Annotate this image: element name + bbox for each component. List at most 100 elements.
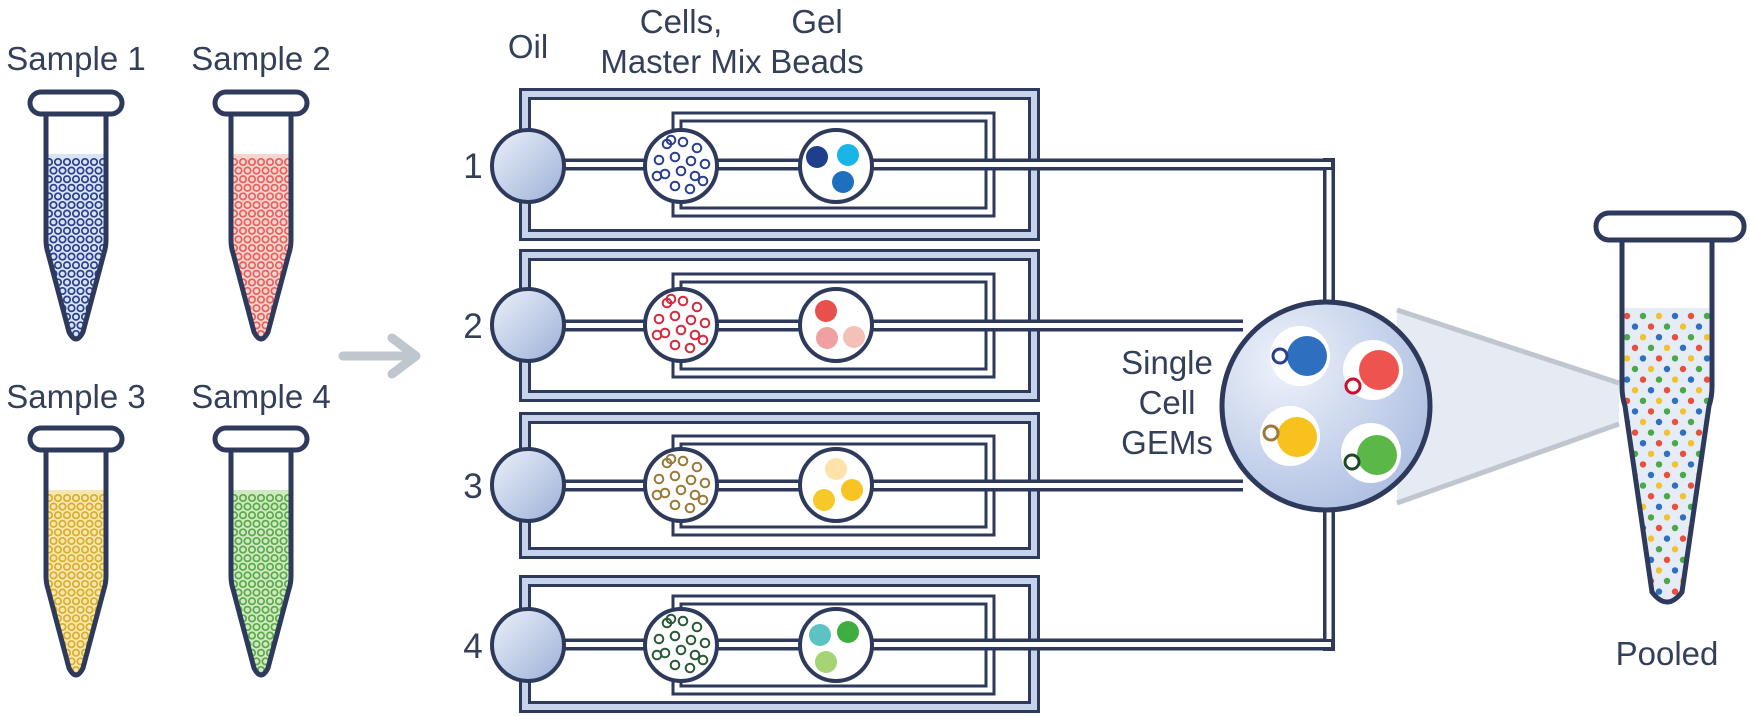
pooled-dot [1655, 524, 1663, 532]
sample-cell [283, 226, 291, 235]
sample-cell [98, 511, 106, 520]
sample-cell [247, 528, 257, 537]
sample-cell [62, 261, 72, 270]
sample-cell [234, 321, 243, 330]
sample-cell [53, 329, 63, 339]
pooled-dot [1623, 482, 1631, 489]
sample-cell [76, 252, 85, 261]
sample-cell [243, 554, 252, 563]
channel-cell [653, 154, 665, 166]
sample-cell [94, 519, 103, 528]
gem-zoom-funnel-edge-top [1396, 307, 1620, 386]
sample-cell [252, 605, 261, 614]
sample-cell [261, 571, 270, 580]
sample-cell [256, 493, 266, 503]
sample-cell [231, 226, 239, 235]
pooled-dot [1623, 376, 1631, 383]
channel-2-oil-well [490, 287, 566, 363]
pooled-dot [1663, 387, 1671, 394]
sample-cell [247, 261, 257, 270]
sample-cell [283, 295, 291, 304]
pooled-dot [1687, 355, 1695, 362]
channel-cell [689, 329, 701, 341]
sample-cell [85, 554, 94, 563]
sample-cell [58, 605, 67, 614]
pooled-dot [1687, 397, 1695, 404]
sample-cell [71, 192, 81, 201]
sample-cell [234, 554, 243, 563]
gem-1 [1270, 326, 1330, 386]
pooled-dot [1623, 461, 1631, 468]
pooled-dot [1671, 376, 1679, 383]
sample-cell [238, 192, 248, 201]
cells-column-label-line1: Cells, [640, 3, 723, 40]
sample-cell [58, 571, 67, 580]
sample-cell [234, 235, 243, 244]
sample-cell [80, 631, 90, 640]
sample-cell [274, 209, 284, 218]
sample-cell [252, 269, 261, 278]
sample-cell [261, 252, 270, 261]
pooled-tube-cap [1593, 210, 1747, 243]
sample-cell [279, 657, 288, 666]
connector-bottom-corner [1323, 642, 1331, 647]
channel-1-number: 1 [463, 147, 482, 186]
sample-cell [279, 674, 288, 675]
channel-cell [669, 339, 681, 351]
sample-cell [252, 166, 261, 175]
sample-cell [46, 545, 54, 554]
sample-cell [238, 175, 248, 184]
sample-cell [49, 304, 58, 313]
sample-cell [288, 674, 291, 675]
sample-cell [247, 209, 257, 218]
channel-cell [699, 477, 711, 489]
sample-cell [53, 562, 63, 571]
sample-cell [247, 597, 257, 606]
sample-2-tube-cap [212, 89, 310, 117]
pooled-dot [1623, 334, 1631, 341]
channel-cell [685, 634, 697, 646]
pooled-dot [1663, 493, 1671, 500]
sample-cell [243, 218, 252, 227]
sample-cell [62, 192, 72, 201]
sample-cell [231, 493, 239, 503]
gems-label-line3: GEMs [1121, 424, 1213, 461]
channel-cell [691, 142, 703, 154]
pooled-dot [1623, 524, 1631, 532]
sample-cell [85, 588, 94, 597]
channel-4-beads-well [798, 607, 874, 683]
channel-cell [677, 615, 689, 627]
sample-cell [274, 493, 284, 503]
sample-cell [238, 329, 248, 339]
sample-cell [252, 554, 261, 563]
sample-cell [231, 631, 239, 640]
channel-cell [653, 633, 665, 645]
sample-tube-4: Sample 4 [191, 378, 331, 678]
sample-cell [98, 562, 106, 571]
sample-cell [103, 622, 106, 632]
sample-cell [67, 286, 76, 296]
sample-cell [274, 528, 284, 537]
sample-cell [58, 338, 67, 339]
sample-cell [89, 157, 99, 167]
sample-cell [76, 519, 85, 528]
sample-cell [89, 192, 99, 201]
sample-cell [288, 304, 291, 313]
sample-cell [283, 278, 291, 287]
sample-cell [53, 545, 63, 554]
sample-cell [80, 192, 90, 201]
sample-cell [256, 631, 266, 640]
sample-cell [80, 157, 90, 167]
sample-cell [283, 648, 291, 657]
pooled-dot [1663, 577, 1671, 585]
sample-cell [279, 519, 288, 528]
sample-cell [243, 674, 252, 675]
sample-cell [67, 571, 76, 580]
sample-cell [288, 657, 291, 666]
sample-cell [53, 192, 63, 201]
sample-cell [94, 571, 103, 580]
sample-cell [46, 562, 54, 571]
gem-zoom-circle [1219, 299, 1433, 513]
sample-cell [279, 571, 288, 580]
pooled-dot [1687, 588, 1695, 595]
